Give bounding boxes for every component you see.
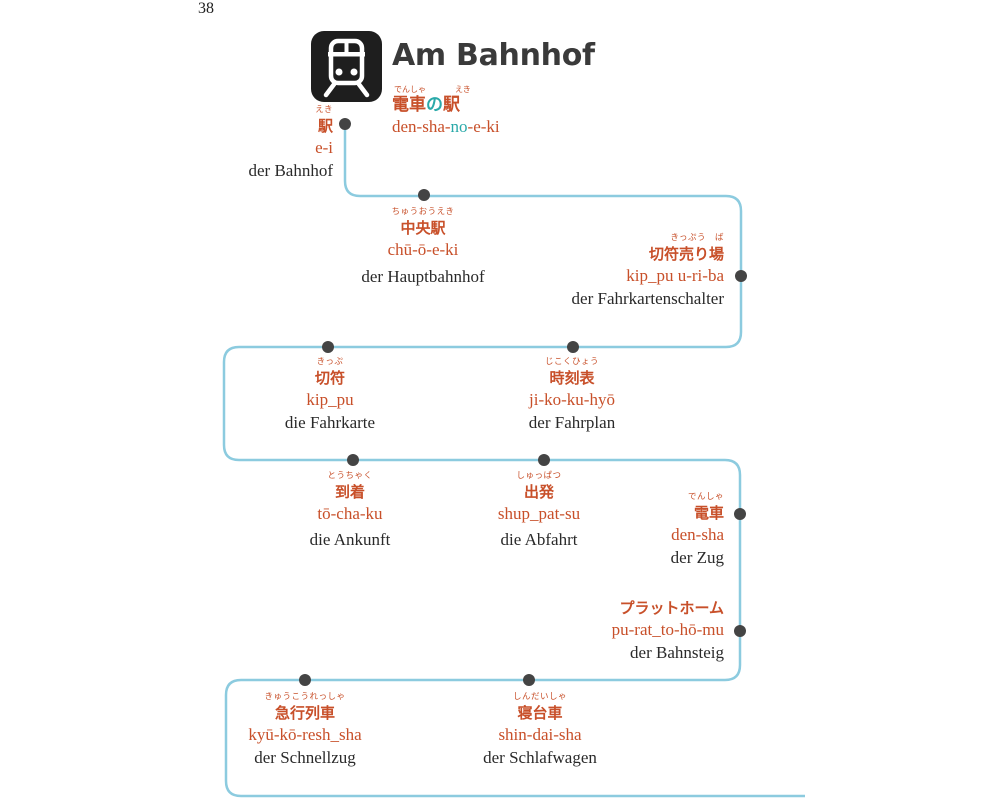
romaji: shup_pat-su [497, 504, 581, 523]
furigana: しゅっぱつ [516, 471, 562, 481]
vocab-entry-kippu-uriba: きっぷう ば 切符売り場 kip_pu u-ri-ba der Fahrkart… [572, 233, 724, 310]
german-translation: der Fahrplan [528, 413, 616, 432]
furigana: きっぷ [316, 357, 344, 367]
subtitle-romaji-word-2: -e-ki [467, 117, 500, 136]
stop-dot [347, 454, 359, 466]
stop-dot [418, 189, 430, 201]
furigana: きっぷう ば [670, 233, 724, 243]
subtitle-romaji-particle: no [450, 117, 468, 136]
japanese-word: 出発 [523, 483, 555, 501]
vocab-entry-eki: えき 駅 e-i der Bahnhof [248, 105, 333, 182]
furigana: じこくひょう [544, 357, 600, 367]
page-title: Am Bahnhof [392, 38, 595, 73]
japanese-word: 切符売り場 [648, 245, 724, 263]
stop-dot [523, 674, 535, 686]
romaji: ji-ko-ku-hyō [529, 390, 615, 409]
japanese-word: 寝台車 [517, 704, 563, 722]
subtitle-jp-word-1: 電車 [392, 95, 426, 115]
japanese-word: 時刻表 [549, 369, 595, 387]
japanese-word: 急行列車 [274, 704, 335, 722]
stop-dot [735, 270, 747, 282]
romaji: kyū-kō-resh_sha [248, 725, 362, 744]
romaji: kip_pu u-ri-ba [626, 266, 724, 285]
subtitle-furigana: でんしゃ えき [392, 84, 500, 95]
japanese-word: プラットホーム [619, 599, 724, 617]
german-translation: die Ankunft [309, 530, 391, 549]
german-translation: der Bahnsteig [630, 643, 724, 662]
stop-dot [339, 118, 351, 130]
stop-dot [734, 625, 746, 637]
romaji: shin-dai-sha [498, 725, 582, 744]
subtitle-romaji: den-sha-no-e-ki [392, 115, 500, 139]
vocab-entry-densha: でんしゃ 電車 den-sha der Zug [671, 492, 724, 569]
subtitle-jp-particle: の [426, 95, 443, 115]
furigana: とうちゃく [327, 471, 373, 481]
furigana: でんしゃ [687, 492, 724, 502]
furigana: ちゅうおうえき [391, 207, 455, 217]
stop-dot [538, 454, 550, 466]
vocab-entry-kippu: きっぷ 切符 kip_pu die Fahrkarte [285, 357, 375, 434]
subtitle-furigana-2: えき [455, 85, 471, 94]
vocab-entry-chuuoueki: ちゅうおうえき 中央駅 chū-ō-e-ki der Hauptbahnhof [361, 207, 484, 288]
stop-dot [734, 508, 746, 520]
german-translation: der Schnellzug [254, 748, 356, 767]
vocab-entry-shuppatsu: しゅっぱつ 出発 shup_pat-su die Abfahrt [498, 471, 580, 551]
page-number: 38 [198, 0, 214, 17]
romaji: kip_pu [306, 390, 354, 409]
romaji: tō-cha-ku [317, 504, 383, 523]
german-translation: der Schlafwagen [483, 748, 597, 767]
romaji: e-i [315, 138, 333, 157]
stop-dot [299, 674, 311, 686]
german-translation: der Bahnhof [248, 161, 333, 180]
furigana: きゅうこうれっしゃ [264, 692, 346, 702]
train-icon [311, 31, 382, 102]
stop-dot [567, 341, 579, 353]
furigana: えき [315, 105, 333, 115]
german-translation: der Fahrkartenschalter [571, 289, 724, 308]
german-translation: der Hauptbahnhof [361, 267, 485, 286]
japanese-word: 中央駅 [400, 219, 446, 237]
vocab-entry-shindaisha: しんだいしゃ 寝台車 shin-dai-sha der Schlafwagen [483, 692, 597, 769]
vocab-entry-purattohoomu: プラットホーム pu-rat_to-hō-mu der Bahnsteig [612, 598, 724, 664]
stop-dot [322, 341, 334, 353]
subtitle-japanese: 電車の駅 [392, 95, 500, 115]
japanese-word: 切符 [314, 369, 345, 387]
subtitle-romaji-word-1: den-sha- [392, 117, 451, 136]
page-subtitle: でんしゃ えき 電車の駅 den-sha-no-e-ki [392, 84, 500, 139]
vocab-entry-touchaku: とうちゃく 到着 tō-cha-ku die Ankunft [310, 471, 391, 551]
japanese-word: 到着 [334, 483, 365, 501]
german-translation: der Zug [670, 548, 724, 567]
romaji: chū-ō-e-ki [387, 240, 459, 259]
subtitle-furigana-1: でんしゃ [394, 85, 426, 94]
japanese-word: 駅 [317, 117, 333, 135]
furigana: しんだいしゃ [512, 692, 568, 702]
subtitle-jp-word-2: 駅 [443, 95, 460, 115]
german-translation: die Abfahrt [500, 530, 578, 549]
romaji: den-sha [671, 525, 724, 544]
vocab-entry-kyuukouressha: きゅうこうれっしゃ 急行列車 kyū-kō-resh_sha der Schne… [248, 692, 361, 769]
romaji: pu-rat_to-hō-mu [611, 620, 724, 639]
japanese-word: 電車 [693, 504, 724, 522]
vocab-entry-jikokuhyou: じこくひょう 時刻表 ji-ko-ku-hyō der Fahrplan [529, 357, 615, 434]
german-translation: die Fahrkarte [284, 413, 376, 432]
